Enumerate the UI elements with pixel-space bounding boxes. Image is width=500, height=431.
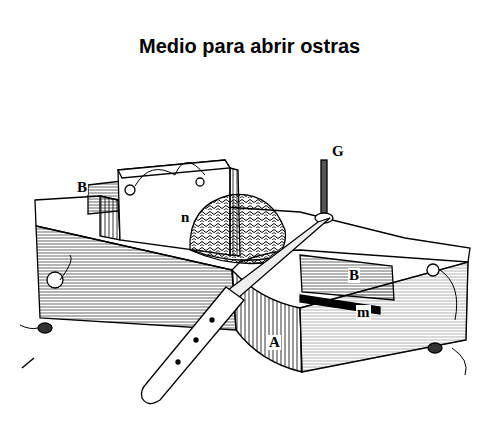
part-label: B — [76, 180, 88, 195]
part-label: A — [268, 335, 281, 350]
part-label: m — [356, 305, 371, 320]
part-label: B — [348, 268, 360, 283]
part-label: G — [331, 144, 345, 159]
part-label: n — [180, 210, 190, 225]
diagram-title: Medio para abrir ostras — [139, 36, 360, 56]
